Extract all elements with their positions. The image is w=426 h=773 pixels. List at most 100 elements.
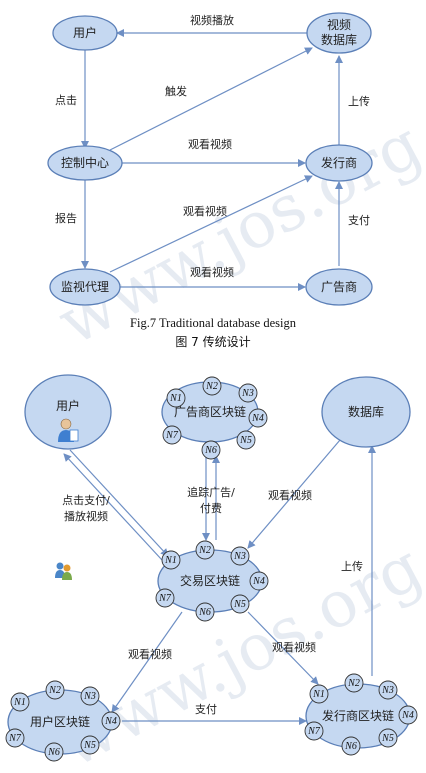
pub-chain-label: 发行商区块链 <box>322 708 394 723</box>
node-video-db-label-1: 视频 <box>327 17 351 32</box>
svg-text:N2: N2 <box>205 381 218 392</box>
ad-chain-label: 广告商区块链 <box>174 404 246 419</box>
edge-watch-left <box>111 611 183 713</box>
svg-text:N3: N3 <box>233 551 246 562</box>
node-user-8-label: 用户 <box>56 398 80 413</box>
edge-label-report: 报告 <box>55 211 77 225</box>
node-user: 用户 <box>52 15 118 51</box>
svg-text:N3: N3 <box>83 691 96 702</box>
chain-node: N2 <box>195 540 215 560</box>
edge-label-upload: 上传 <box>348 95 370 108</box>
svg-text:N3: N3 <box>381 685 394 696</box>
svg-text:N6: N6 <box>344 741 357 752</box>
chain-node: N1 <box>161 550 181 570</box>
edge-label-watch-left: 观看视频 <box>128 647 172 661</box>
user-chain-label: 用户区块链 <box>30 714 90 729</box>
chain-node: N5 <box>378 728 398 748</box>
chain-node: N6 <box>341 736 361 756</box>
svg-text:N4: N4 <box>251 413 264 424</box>
node-user-label: 用户 <box>73 25 97 40</box>
svg-text:N7: N7 <box>307 726 321 737</box>
svg-text:N1: N1 <box>312 689 325 700</box>
node-advertiser-label: 广告商 <box>321 279 357 294</box>
edge-label-watch-db: 观看视频 <box>268 488 312 502</box>
chain-node: N6 <box>44 742 64 762</box>
cloud-trade-chain: 交易区块链 N1 N2 N3 N4 N5 N6 N7 <box>155 540 269 622</box>
edge-watch-right <box>247 611 319 685</box>
chain-node: N6 <box>195 602 215 622</box>
svg-text:N2: N2 <box>198 545 211 556</box>
svg-text:N6: N6 <box>47 747 60 758</box>
chain-node: N2 <box>344 673 364 693</box>
chain-node: N2 <box>45 680 65 700</box>
edge-label-upload-8: 上传 <box>341 560 363 573</box>
figure-7: 用户 视频 数据库 控制中心 发行商 监视代理 广告商 视频播放 点击 触发 观… <box>47 12 373 349</box>
svg-text:N4: N4 <box>252 576 265 587</box>
node-control-label: 控制中心 <box>61 155 109 170</box>
chain-node: N4 <box>248 408 268 428</box>
node-advertiser: 广告商 <box>305 268 373 306</box>
svg-text:N6: N6 <box>204 445 217 456</box>
figure-8: 用户 数据库 广告商区块链 N1 N2 N3 N4 N5 N6 N7 <box>5 374 418 762</box>
people-icon <box>55 562 72 580</box>
trade-chain-label: 交易区块链 <box>180 573 240 588</box>
edge-label-video-play: 视频播放 <box>190 13 234 27</box>
chain-node: N2 <box>202 376 222 396</box>
chain-node: N4 <box>398 705 418 725</box>
node-video-db-label-2: 数据库 <box>321 32 357 47</box>
edge-label-click-pay-2: 播放视频 <box>64 509 108 523</box>
caption-en: Fig.7 Traditional database design <box>130 316 297 330</box>
svg-text:N1: N1 <box>169 393 182 404</box>
chain-node: N3 <box>378 680 398 700</box>
node-monitor-label: 监视代理 <box>61 279 109 294</box>
svg-text:N7: N7 <box>165 430 179 441</box>
svg-text:N2: N2 <box>347 678 360 689</box>
chain-node: N1 <box>309 684 329 704</box>
edge-pay-play-up <box>63 453 163 561</box>
edge-trigger <box>109 47 313 151</box>
svg-text:N6: N6 <box>198 607 211 618</box>
chain-node: N5 <box>230 594 250 614</box>
edge-watch-2 <box>109 175 313 273</box>
svg-text:N5: N5 <box>233 599 246 610</box>
chain-node: N7 <box>155 588 175 608</box>
edge-label-pay-8: 支付 <box>195 703 217 716</box>
edge-label-watch-right: 观看视频 <box>272 640 316 654</box>
chain-node: N1 <box>10 692 30 712</box>
node-control-center: 控制中心 <box>47 145 123 181</box>
edge-label-watch-1: 观看视频 <box>188 137 232 151</box>
chain-node: N3 <box>238 383 258 403</box>
chain-node: N6 <box>201 440 221 460</box>
svg-text:N1: N1 <box>164 555 177 566</box>
caption-zh: 图 7 传统设计 <box>175 334 250 349</box>
edge-label-trigger: 触发 <box>165 84 187 98</box>
node-publisher: 发行商 <box>305 144 373 182</box>
edge-label-watch-3: 观看视频 <box>190 265 234 279</box>
cloud-publisher-chain: 发行商区块链 N1 N2 N3 N4 N5 N6 N7 <box>304 673 418 756</box>
svg-text:N7: N7 <box>8 733 22 744</box>
user-person-icon <box>58 418 79 442</box>
cloud-advertiser-chain: 广告商区块链 N1 N2 N3 N4 N5 N6 N7 <box>161 376 268 460</box>
chain-node: N5 <box>80 735 100 755</box>
edge-label-track-1: 追踪广告/ <box>187 485 235 499</box>
chain-node: N5 <box>236 430 256 450</box>
cloud-user-chain: 用户区块链 N1 N2 N3 N4 N5 N6 N7 <box>5 680 121 762</box>
svg-text:N4: N4 <box>401 710 414 721</box>
edge-watch-db <box>247 439 341 549</box>
chain-node: N7 <box>5 728 25 748</box>
svg-text:N2: N2 <box>48 685 61 696</box>
svg-text:N4: N4 <box>104 716 117 727</box>
svg-text:N3: N3 <box>241 388 254 399</box>
svg-text:N1: N1 <box>13 697 26 708</box>
edge-label-click: 点击 <box>55 94 77 107</box>
edge-label-click-pay-1: 点击支付/ <box>62 494 110 507</box>
svg-text:N7: N7 <box>158 593 172 604</box>
chain-node: N7 <box>304 721 324 741</box>
edge-label-track-2: 付费 <box>200 502 222 515</box>
node-publisher-label: 发行商 <box>321 155 357 170</box>
chain-node: N4 <box>249 571 269 591</box>
svg-text:N5: N5 <box>83 740 96 751</box>
edge-label-watch-2: 观看视频 <box>183 204 227 218</box>
chain-node: N3 <box>230 546 250 566</box>
